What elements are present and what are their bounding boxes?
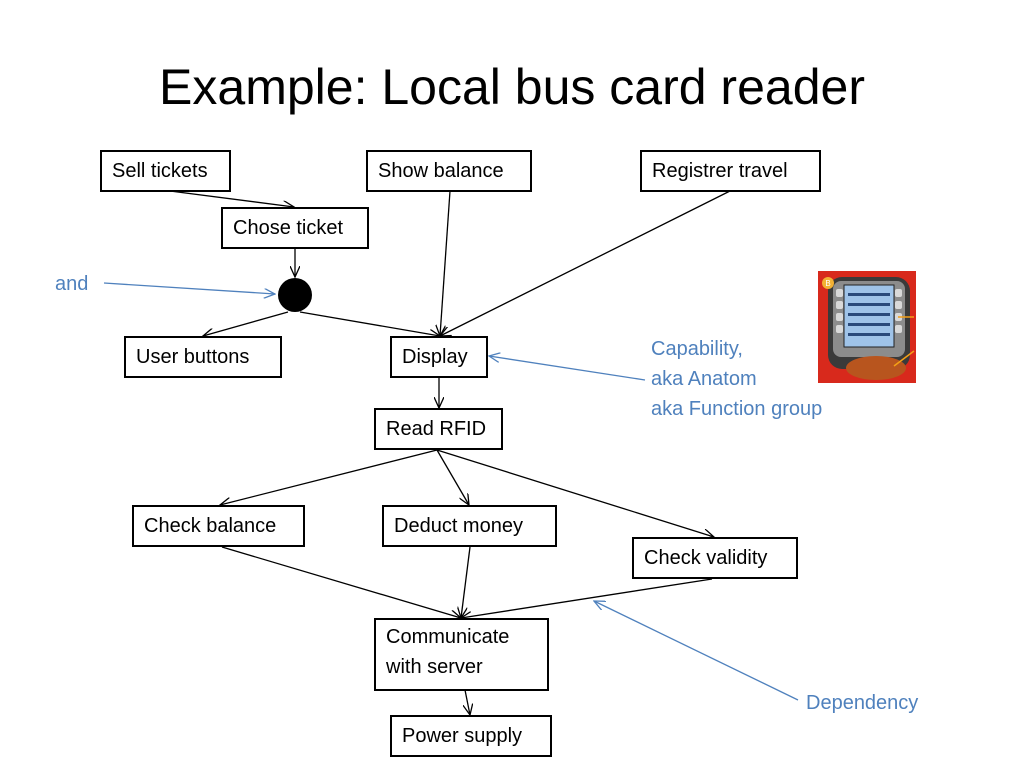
node-power-supply: Power supply bbox=[390, 715, 552, 757]
capability-line-1: Capability, bbox=[651, 338, 743, 360]
card-reader-illustration: B bbox=[818, 271, 916, 383]
node-display: Display bbox=[390, 336, 488, 378]
annotation-pointers bbox=[103, 282, 799, 701]
node-sell-tickets: Sell tickets bbox=[100, 150, 231, 192]
card-reader-photo: B bbox=[818, 271, 916, 383]
node-label-line-2: with server bbox=[386, 656, 483, 678]
node-label: User buttons bbox=[136, 345, 250, 368]
dependency-annotation: Dependency bbox=[806, 692, 919, 714]
edge-read-rfid-to-deduct-money bbox=[436, 449, 469, 505]
edge-sell-tickets-to-chose-ticket bbox=[169, 190, 294, 207]
and-annotation: and bbox=[55, 273, 89, 295]
node-check-balance: Check balance bbox=[132, 505, 305, 547]
edge-check-balance-to-communicate bbox=[221, 546, 461, 618]
edge-read-rfid-to-check-validity bbox=[436, 449, 714, 537]
node-deduct-money: Deduct money bbox=[382, 505, 557, 547]
node-label-line-1: Communicate bbox=[386, 626, 510, 648]
node-registrer-travel: Registrer travel bbox=[640, 150, 821, 192]
edge-read-rfid-to-check-balance bbox=[220, 449, 438, 505]
node-chose-ticket: Chose ticket bbox=[221, 207, 369, 249]
and-node bbox=[278, 278, 312, 312]
node-user-buttons: User buttons bbox=[124, 336, 282, 378]
node-label: Deduct money bbox=[394, 514, 523, 537]
photo-badge: B bbox=[825, 279, 830, 288]
node-read-rfid: Read RFID bbox=[374, 408, 503, 450]
node-label: Registrer travel bbox=[652, 159, 788, 182]
edge-check-validity-to-communicate bbox=[461, 578, 713, 618]
edge-communicate-to-power-supply bbox=[465, 689, 470, 715]
node-communicate-with-server: Communicate with server bbox=[374, 618, 549, 691]
and-pointer bbox=[103, 282, 275, 294]
node-label: Check validity bbox=[644, 546, 768, 569]
slide-title: Example: Local bus card reader bbox=[159, 59, 865, 115]
edge-and-to-display bbox=[299, 311, 440, 336]
capability-pointer bbox=[489, 356, 646, 381]
node-label: Show balance bbox=[378, 159, 504, 182]
node-show-balance: Show balance bbox=[366, 150, 532, 192]
edge-and-to-user-buttons bbox=[203, 311, 289, 336]
capability-line-2: aka Anatom bbox=[651, 368, 757, 390]
edge-deduct-money-to-communicate bbox=[461, 546, 471, 618]
node-label: Power supply bbox=[402, 724, 523, 747]
edge-show-balance-to-display bbox=[440, 190, 451, 336]
node-label: Read RFID bbox=[386, 417, 487, 440]
edge-register-travel-to-display bbox=[440, 190, 731, 336]
node-label: Display bbox=[402, 345, 468, 368]
capability-line-3: aka Function group bbox=[651, 398, 823, 420]
node-check-validity: Check validity bbox=[632, 537, 798, 579]
node-label: Sell tickets bbox=[112, 159, 208, 182]
dependency-pointer bbox=[594, 601, 799, 701]
node-label: Check balance bbox=[144, 514, 277, 537]
node-label: Chose ticket bbox=[233, 216, 344, 239]
capability-annotation: Capability, aka Anatom aka Function grou… bbox=[651, 334, 822, 424]
dependency-edges bbox=[169, 190, 731, 715]
